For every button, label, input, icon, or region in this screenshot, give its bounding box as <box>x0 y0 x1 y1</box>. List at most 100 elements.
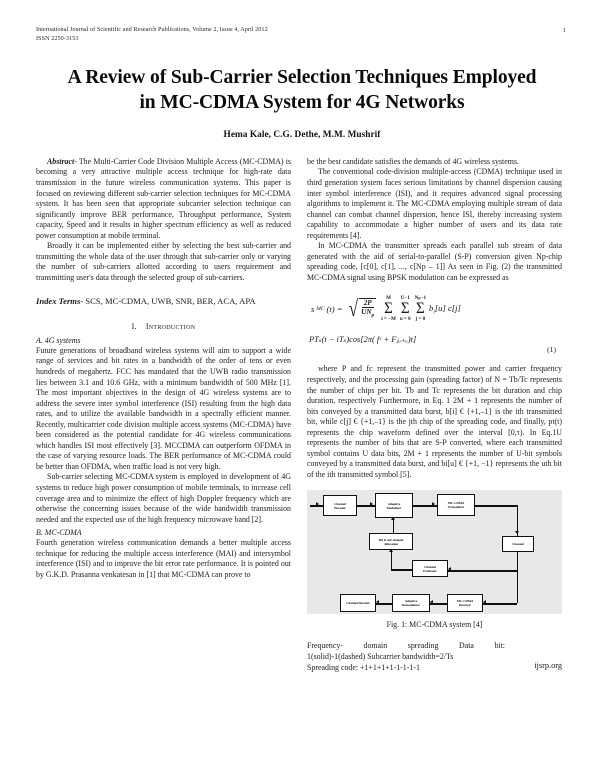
subsection-heading-4g-systems: A. 4G systems <box>36 335 81 345</box>
square-root-icon: √ 2P UNp <box>347 296 377 322</box>
section-heading-introduction: I. Introduction <box>36 322 291 331</box>
arrow-into-modulator <box>390 517 395 521</box>
fraction-denominator-text: UN <box>361 308 372 317</box>
summation-2-lower: u = 0 <box>399 315 411 322</box>
paper-title: A Review of Sub-Carrier Selection Techni… <box>42 66 562 116</box>
sigma-icon: Σ <box>384 300 393 317</box>
wire-channel-down <box>517 552 519 604</box>
running-header: International Journal of Scientific and … <box>36 26 568 44</box>
summation-3: Np−1 Σ j = 0 <box>415 296 426 321</box>
equation-tail: bi[u] c[j] <box>429 303 461 316</box>
fraction-denominator: UNp <box>359 308 376 318</box>
subsection-heading-mc-cdma: B. MC-CDMA <box>36 528 82 538</box>
wire-demodulator-to-decoder <box>376 603 392 605</box>
section-title: Introduction <box>145 321 196 331</box>
equation-fraction: 2P UNp <box>359 298 377 319</box>
figure-note-line-3: Spreading code: +1+1+1+1-1-1-1-1 <box>307 662 420 672</box>
wire-transmitter-down <box>517 505 519 537</box>
diagram-block-channel-decoder: Channel Decoder <box>340 594 376 613</box>
paragraph-continuation: be the best candidate satisfies the dema… <box>307 156 519 166</box>
abstract-paragraph: Abstract- The Multi-Carrier Code Divisio… <box>36 157 291 241</box>
radical-glyph: √ <box>348 296 358 322</box>
equation-lhs-subscript: MC <box>316 306 325 313</box>
wire-input-to-encoder <box>310 505 323 507</box>
journal-citation-line: International Journal of Scientific and … <box>36 26 268 33</box>
figure-note: Frequency- domain spreading Data bit: 1(… <box>307 641 562 673</box>
author-list: Hema Kale, C.G. Dethe, M.M. Mushrif <box>223 129 381 140</box>
wire-channel-to-estimator <box>448 570 517 572</box>
index-terms: Index Terms- SCS, MC-CDMA, UWB, SNR, BER… <box>36 296 291 307</box>
paragraph-4g-systems-1: Future generations of broadband wireless… <box>36 345 291 471</box>
wire-modulator-to-transmitter <box>413 505 437 507</box>
equation-1-line-2: PTₛ(t − iTₛ)cos[2π( fᶜ + Fⱼᵤ₊ᵤ)t] <box>309 334 417 344</box>
figure-note-line-1: Frequency- domain spreading Data bit: <box>307 641 505 651</box>
equation-tail-base: b <box>429 302 434 313</box>
wire-allocation-up <box>391 550 393 570</box>
equation-lhs-symbol: s <box>311 304 315 315</box>
arrow-input <box>316 501 319 506</box>
arrow-into-receiver <box>483 599 486 604</box>
sigma-icon: Σ <box>400 300 410 317</box>
arrow-into-estimator <box>448 566 451 571</box>
abstract-label: Abstract- <box>47 156 77 166</box>
wire-encoder-to-modulator <box>357 505 375 507</box>
arrow-encoder-to-modulator <box>370 501 373 506</box>
arrow-into-demodulator <box>430 599 433 604</box>
paper-title-line-1: A Review of Sub-Carrier Selection Techni… <box>67 66 537 88</box>
equation-tail-sub: i <box>433 309 435 316</box>
fraction-denominator-subscript: p <box>371 312 375 319</box>
arrow-into-channel <box>514 531 519 535</box>
summation-1-lower: i = −M <box>381 315 396 322</box>
figure-note-line-2: 1(solid)-1(dashed) Subcarrier bandwidth=… <box>307 652 454 662</box>
site-watermark: ijsrp.org <box>534 661 562 671</box>
page-number: 1 <box>562 27 566 34</box>
summation-3-upper-extra: −1 <box>420 295 427 302</box>
abstract-paragraph-2: Broadly it can be implemented either by … <box>36 241 291 282</box>
sigma-icon: Σ <box>415 300 425 317</box>
wire-channel-to-receiver <box>483 603 517 605</box>
paragraph-transmitter-spreading: In MC-CDMA the transmitter spreads each … <box>307 241 562 282</box>
arrow-into-decoder <box>376 599 379 604</box>
right-column: be the best candidate satisfies the dema… <box>307 157 562 673</box>
paragraph-conventional-cdma: The conventional code-division multiple-… <box>307 167 562 240</box>
figure-note-text: Frequency- domain spreading Data bit: 1(… <box>307 641 505 673</box>
body-columns: Abstract- The Multi-Carrier Code Divisio… <box>36 157 568 673</box>
summation-1: M Σ i = −M <box>381 296 396 321</box>
paragraph-mc-cdma: Fourth generation wireless communication… <box>36 538 291 579</box>
diagram-block-channel: Channel <box>502 536 534 553</box>
fraction-numerator: 2P <box>361 299 374 309</box>
equation-1-number: (1) <box>547 345 556 355</box>
paragraph-4g-systems-2: Sub-carrier selecting MC-CDMA system is … <box>36 472 291 524</box>
running-header-text: International Journal of Scientific and … <box>36 26 268 44</box>
wire-transmitter-out <box>475 505 518 507</box>
abstract-text: The Multi-Carrier Code Division Multiple… <box>36 156 291 240</box>
left-column: Abstract- The Multi-Carrier Code Divisio… <box>36 157 291 673</box>
wire-allocation-to-modulator <box>393 518 395 534</box>
summation-3-upper: Np−1 <box>415 296 426 301</box>
summation-3-lower: j = 0 <box>415 315 426 322</box>
figure-caption: Fig. 1: MC-CDMA system [4] <box>386 620 483 630</box>
arrow-modulator-to-transmitter <box>432 501 435 506</box>
equation-lhs-argument: (t) = <box>326 304 343 315</box>
paragraph-where-definitions: where P and fc represent the transmitted… <box>307 364 562 479</box>
wire-estimator-to-allocation <box>391 569 412 571</box>
section-numeral: I. <box>131 321 137 331</box>
index-terms-label: Index Terms- <box>36 296 84 307</box>
arrow-into-allocation <box>388 549 393 553</box>
summation-3-upper-base: N <box>414 295 419 302</box>
index-terms-values: SCS, MC-CDMA, UWB, SNR, BER, ACA, APA <box>83 296 256 307</box>
summation-2-upper: U−1 <box>400 295 410 302</box>
wire-receiver-to-demodulator <box>430 603 447 605</box>
summation-3-upper-sub: p <box>418 295 421 301</box>
